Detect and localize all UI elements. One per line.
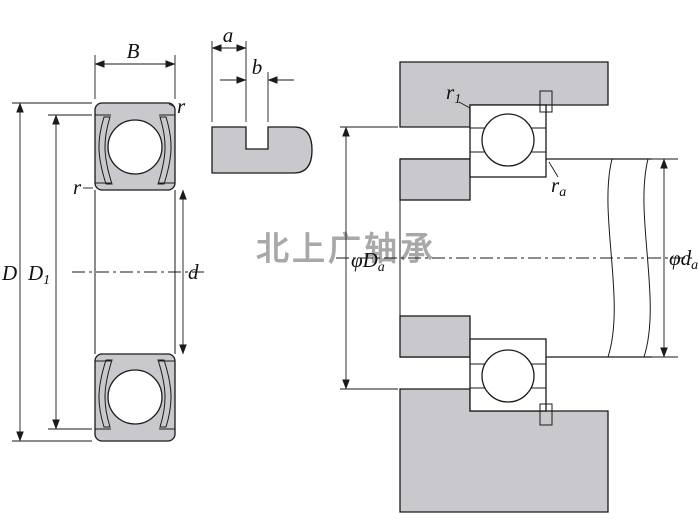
snap-ring-top bbox=[539, 90, 553, 113]
label-da: φda bbox=[669, 246, 698, 273]
groove-detail-shape bbox=[211, 126, 313, 174]
shaft-shoulder-top bbox=[399, 158, 471, 201]
label-b: b bbox=[252, 55, 263, 79]
seal-bottom-left bbox=[98, 359, 113, 428]
seal-bottom-right bbox=[157, 359, 172, 428]
label-r-top: r bbox=[177, 94, 186, 118]
label-a: a bbox=[223, 23, 234, 47]
label-d: d bbox=[188, 260, 199, 284]
seal-top-right bbox=[157, 116, 172, 185]
label-r1: r1 bbox=[446, 80, 461, 107]
label-r-side: r bbox=[73, 175, 82, 199]
mounted-view-shapes bbox=[399, 61, 652, 513]
bearing-ball-top bbox=[481, 113, 535, 167]
snap-ring-bottom bbox=[539, 403, 553, 426]
label-ra: ra bbox=[551, 173, 566, 200]
label-Da: φDa bbox=[351, 248, 385, 275]
front-view: B D D1 d r r bbox=[1, 39, 204, 442]
leader-r1 bbox=[458, 101, 471, 109]
seal-top-left bbox=[98, 116, 113, 185]
shaft-break-line-2 bbox=[643, 158, 651, 358]
label-D1: D1 bbox=[27, 261, 50, 288]
groove-detail: a b bbox=[211, 23, 313, 174]
shaft-shoulder-bottom bbox=[399, 315, 471, 358]
bearing-ball-bottom bbox=[481, 349, 535, 403]
label-D: D bbox=[1, 261, 17, 285]
label-B: B bbox=[127, 39, 140, 63]
leader-ra bbox=[548, 161, 559, 178]
leader-r-top bbox=[168, 103, 176, 108]
mounted-view-annotations: φDa φda r1 ra bbox=[336, 80, 698, 390]
ball-top bbox=[107, 119, 163, 175]
ball-bottom bbox=[107, 369, 163, 425]
